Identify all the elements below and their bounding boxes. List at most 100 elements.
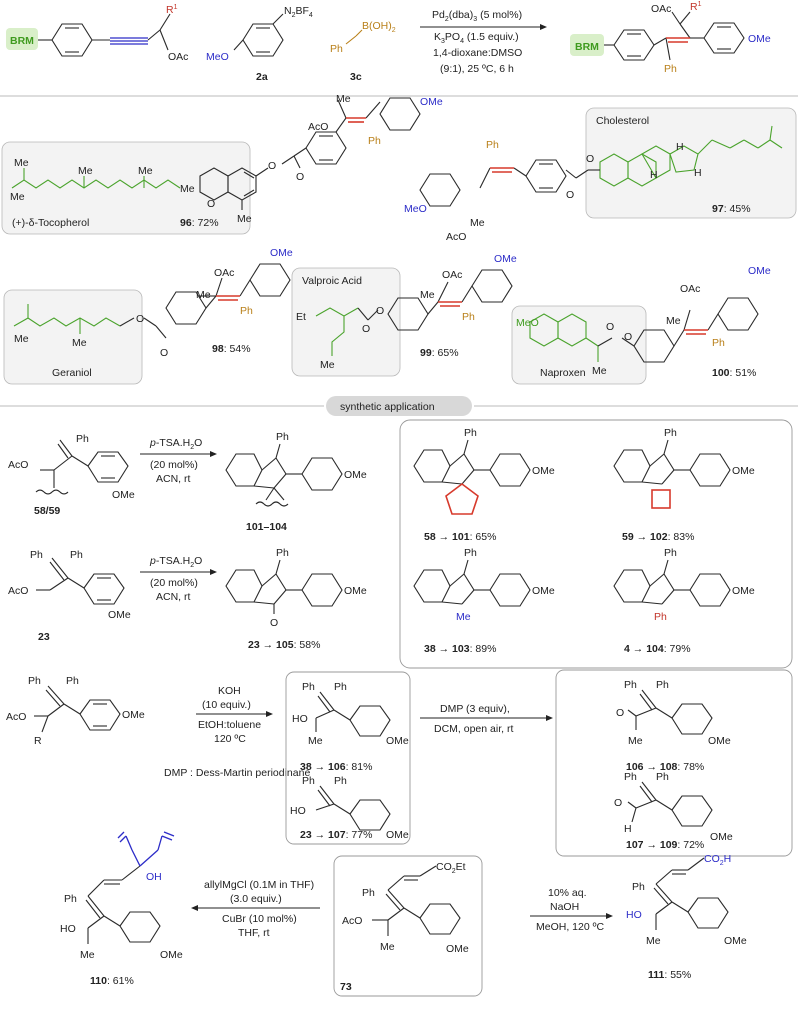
svg-text:Ph: Ph <box>624 679 637 691</box>
svg-text:O: O <box>376 305 384 317</box>
svg-text:OMe: OMe <box>748 265 771 277</box>
svg-text:Ph: Ph <box>464 427 477 439</box>
result-110: 110: 61% <box>90 975 134 987</box>
svg-text:O: O <box>586 153 594 165</box>
svg-text:Me: Me <box>336 93 351 105</box>
cyclization-row-2: Ph Ph AcO OMe 23 p-TSA.H2O (20 mol%) ACN… <box>8 547 367 651</box>
svg-text:Me: Me <box>10 191 25 203</box>
product-structure <box>604 11 745 61</box>
product-ph: Ph <box>664 63 677 75</box>
svg-text:Me: Me <box>456 611 471 623</box>
svg-text:OAc: OAc <box>680 283 700 295</box>
product-ome: OMe <box>748 33 771 45</box>
svg-text:HO: HO <box>626 909 642 921</box>
svg-text:HO: HO <box>290 805 306 817</box>
svg-text:Ph: Ph <box>624 771 637 783</box>
svg-text:Ph: Ph <box>462 311 475 323</box>
svg-text:Me: Me <box>14 333 29 345</box>
cholesterol-yield: 97: 45% <box>712 203 751 215</box>
result-111: 111: 55% <box>648 969 691 981</box>
valproic-yield: 99: 65% <box>420 347 459 359</box>
header-reaction: BRM R1 OAc N2BF4 MeO 2 <box>6 1 771 83</box>
ph-label: Ph <box>330 43 343 55</box>
svg-text:OMe: OMe <box>724 935 747 947</box>
valproic-name: Valproic Acid <box>302 275 362 287</box>
svg-text:OMe: OMe <box>710 831 733 843</box>
svg-text:Me: Me <box>78 165 93 177</box>
svg-text:Me: Me <box>80 949 95 961</box>
svg-text:HO: HO <box>292 713 308 725</box>
svg-text:O: O <box>160 347 168 359</box>
substrate-73-box <box>333 855 483 997</box>
result-38-106: 38 → 106: 81% <box>300 761 372 773</box>
cond-line-3: 1,4-dioxane:DMSO <box>433 47 522 59</box>
svg-text:R1: R1 <box>690 1 702 13</box>
boh2-label: B(OH)2 <box>362 20 396 34</box>
svg-text:Ph: Ph <box>302 775 315 787</box>
svg-text:Ph: Ph <box>656 771 669 783</box>
diene-row: OH Ph HO Me OMe 110: 61% allylMgCl (0.1M… <box>60 831 747 997</box>
svg-text:Ph: Ph <box>654 611 667 623</box>
svg-text:Ph: Ph <box>368 135 381 147</box>
tocopherol-box <box>1 141 251 235</box>
svg-text:(10 equiv.): (10 equiv.) <box>202 699 251 711</box>
svg-text:Me: Me <box>320 359 335 371</box>
result-38-103: 38 → 103: 89% <box>424 643 496 655</box>
svg-text:AcO: AcO <box>342 915 362 927</box>
svg-text:Ph: Ph <box>656 679 669 691</box>
label-2a: 2a <box>256 71 268 83</box>
svg-text:O: O <box>362 323 370 335</box>
ketone-aldehyde-box <box>555 669 793 857</box>
svg-text:OMe: OMe <box>532 465 555 477</box>
svg-text:O: O <box>207 198 215 210</box>
svg-text:DCM, open air, rt: DCM, open air, rt <box>434 723 513 735</box>
n2bf4-label: N2BF4 <box>284 5 313 19</box>
svg-text:OMe: OMe <box>112 489 135 501</box>
svg-text:Me: Me <box>420 289 435 301</box>
svg-text:H: H <box>694 167 702 179</box>
naproxen-name: Naproxen <box>540 367 586 379</box>
svg-text:DMP (3 equiv),: DMP (3 equiv), <box>440 703 510 715</box>
svg-text:OMe: OMe <box>732 585 755 597</box>
product-brm-label: BRM <box>575 41 599 53</box>
svg-text:EtOH:toluene: EtOH:toluene <box>198 719 261 731</box>
cond-line-2: K3PO4 (1.5 equiv.) <box>434 31 519 45</box>
svg-text:KOH: KOH <box>218 685 241 697</box>
svg-text:O: O <box>566 189 574 201</box>
svg-text:p-TSA.H2O: p-TSA.H2O <box>149 437 202 451</box>
svg-text:R: R <box>34 735 42 747</box>
svg-text:MeO: MeO <box>516 317 539 329</box>
svg-text:H: H <box>650 169 658 181</box>
result-4-104: 4 → 104: 79% <box>624 643 691 655</box>
svg-text:OMe: OMe <box>344 585 367 597</box>
svg-text:Ph: Ph <box>334 681 347 693</box>
r1-label: R1 <box>166 4 178 16</box>
svg-text:OMe: OMe <box>532 585 555 597</box>
svg-text:H: H <box>676 141 684 153</box>
svg-text:AcO: AcO <box>308 121 328 133</box>
cyclization-row-1: Ph AcO Ph OMe 58/59 p-TSA.H2O (20 mol%) … <box>8 431 367 533</box>
svg-text:OMe: OMe <box>108 609 131 621</box>
svg-text:OAc: OAc <box>442 269 462 281</box>
svg-text:Me: Me <box>470 217 485 229</box>
sm-58-59: 58/59 <box>34 505 60 517</box>
svg-text:(3.0 equiv.): (3.0 equiv.) <box>230 893 282 905</box>
svg-text:Me: Me <box>138 165 153 177</box>
svg-text:OMe: OMe <box>732 465 755 477</box>
svg-text:CO2Et: CO2Et <box>436 861 466 875</box>
geraniol-name: Geraniol <box>52 367 92 379</box>
svg-text:Ph: Ph <box>664 427 677 439</box>
svg-text:Ph: Ph <box>240 305 253 317</box>
svg-text:Ph: Ph <box>486 139 499 151</box>
svg-text:O: O <box>270 617 278 629</box>
svg-text:Me: Me <box>308 735 323 747</box>
result-59-102: 59 → 102: 83% <box>622 531 694 543</box>
dmp-definition: DMP : Dess-Martin periodinane <box>164 767 310 779</box>
svg-text:Ph: Ph <box>334 775 347 787</box>
svg-text:OMe: OMe <box>420 96 443 108</box>
svg-text:Ph: Ph <box>664 547 677 559</box>
naproxen-box <box>511 305 647 385</box>
svg-text:OMe: OMe <box>446 943 469 955</box>
svg-text:ACN, rt: ACN, rt <box>156 473 191 485</box>
